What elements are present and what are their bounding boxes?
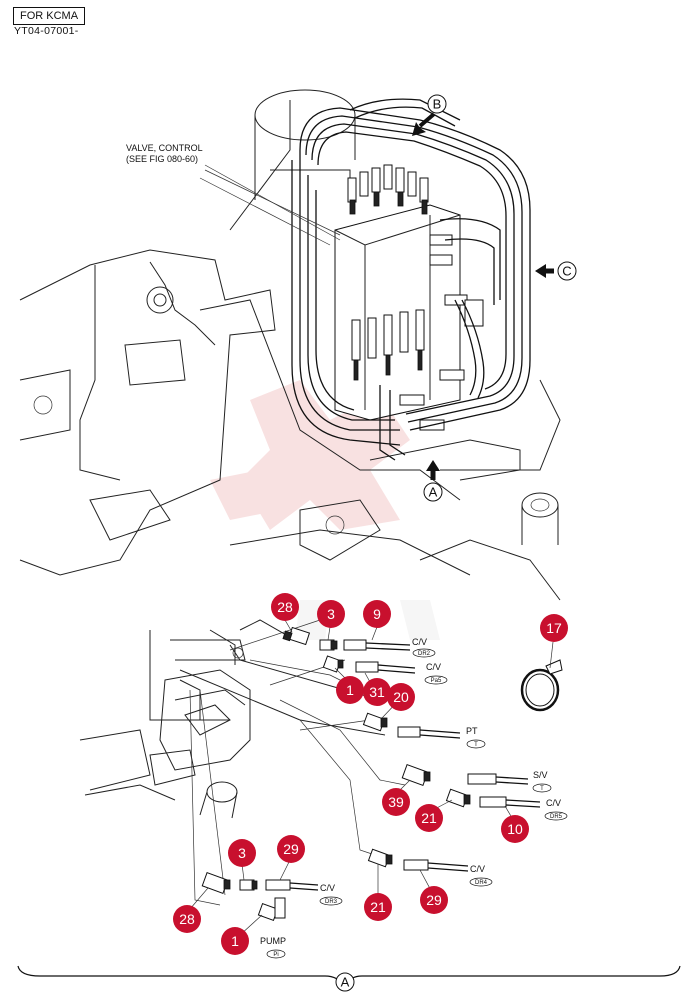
- svg-text:3: 3: [327, 606, 335, 622]
- callout-31: 31: [363, 678, 391, 706]
- callout-28-top: 28: [271, 593, 299, 621]
- fitting-21-mid: [445, 788, 471, 808]
- hose-pt: [397, 726, 461, 739]
- callout-3-low: 3: [228, 839, 256, 867]
- hose-29-mid: [265, 879, 319, 891]
- svg-text:29: 29: [426, 892, 442, 908]
- svg-text:1: 1: [346, 682, 354, 698]
- label-cv-dr5: C/V: [546, 798, 561, 808]
- svg-text:17: 17: [546, 620, 562, 636]
- hose-pa5: [355, 661, 416, 674]
- svg-text:28: 28: [179, 911, 195, 927]
- view-a-marker: A: [423, 460, 443, 502]
- label-pump: PUMP: [260, 936, 286, 946]
- label-cv-dr3: C/V: [320, 883, 335, 893]
- view-c-marker: C: [535, 261, 577, 281]
- port-dr5: DR5: [550, 814, 563, 820]
- callout-1-low: 1: [221, 927, 249, 955]
- label-pt: PT: [466, 726, 478, 736]
- view-b-marker: B: [412, 94, 447, 136]
- svg-text:1: 1: [231, 933, 239, 949]
- control-valve: [334, 164, 484, 431]
- view-c-letter: C: [562, 264, 571, 279]
- port-pt-t: T: [474, 742, 478, 748]
- valve-control-label: VALVE, CONTROL (SEE FIG 080-60): [126, 143, 341, 241]
- port-pi: Pi: [273, 952, 278, 958]
- svg-text:3: 3: [238, 845, 246, 861]
- fitting-1-low: [257, 897, 286, 922]
- callout-10: 10: [501, 815, 529, 843]
- label-cv-dr4: C/V: [470, 864, 485, 874]
- port-pa5: Pa5: [431, 678, 442, 684]
- callout-29-low: 29: [420, 886, 448, 914]
- port-sv-t: T: [540, 786, 544, 792]
- fitting-28-low: [201, 872, 231, 894]
- callout-21-mid: 21: [415, 804, 443, 832]
- hose-bundle: [199, 98, 531, 461]
- port-dr4: DR4: [475, 880, 488, 886]
- port-dr3: DR3: [325, 899, 338, 905]
- fitting-39: [401, 764, 431, 786]
- callout-29-mid: 29: [277, 835, 305, 863]
- callout-9: 9: [363, 600, 391, 628]
- hose-10: [479, 796, 541, 808]
- view-a-letter: A: [429, 485, 438, 500]
- svg-text:28: 28: [277, 599, 293, 615]
- callout-21-low: 21: [364, 893, 392, 921]
- machine-frame: [19, 89, 561, 601]
- fittings: [201, 626, 563, 922]
- svg-text:21: 21: [421, 810, 437, 826]
- hose-labels: C/V DR2 C/V Pa5 PT T S/V T C/V DR5 C/V D…: [260, 637, 568, 959]
- svg-text:9: 9: [373, 606, 381, 622]
- callout-3-top: 3: [317, 600, 345, 628]
- fitting-1-top: [322, 655, 344, 673]
- callout-1-top: 1: [336, 676, 364, 704]
- valve-label-line1: VALVE, CONTROL: [126, 143, 203, 153]
- watermark-logo: [210, 380, 440, 640]
- hose-29-low: [403, 859, 469, 872]
- svg-text:29: 29: [283, 841, 299, 857]
- svg-text:20: 20: [393, 689, 409, 705]
- svg-text:10: 10: [507, 821, 523, 837]
- svg-text:31: 31: [369, 684, 385, 700]
- fitting-21-low: [367, 848, 393, 868]
- callout-39: 39: [382, 788, 410, 816]
- port-dr2: DR2: [418, 651, 431, 657]
- callout-20: 20: [387, 683, 415, 711]
- hose-9: [343, 639, 411, 651]
- label-cv-pa5: C/V: [426, 662, 441, 672]
- view-b-letter: B: [433, 97, 442, 112]
- hose-sv: [467, 773, 529, 785]
- clamp-17: [520, 659, 563, 712]
- label-cv-dr2: C/V: [412, 637, 427, 647]
- valve-label-line2: (SEE FIG 080-60): [126, 154, 198, 164]
- label-sv: S/V: [533, 770, 548, 780]
- svg-text:39: 39: [388, 794, 404, 810]
- fitting-3-top: [319, 639, 338, 651]
- callouts: 28 3 9 17 1 31 20 39 21 10 3 29 28 1 21 …: [173, 593, 568, 955]
- model-label: FOR KCMA: [13, 7, 85, 25]
- svg-text:21: 21: [370, 899, 386, 915]
- callout-17: 17: [540, 614, 568, 642]
- callout-28-low: 28: [173, 905, 201, 933]
- fitting-28-top: [282, 626, 311, 646]
- section-a-letter: A: [341, 975, 350, 990]
- fitting-20: [362, 712, 388, 732]
- serial-range: YT04-07001-: [14, 25, 79, 37]
- section-brace: A: [17, 965, 681, 992]
- fitting-3-low: [239, 879, 258, 891]
